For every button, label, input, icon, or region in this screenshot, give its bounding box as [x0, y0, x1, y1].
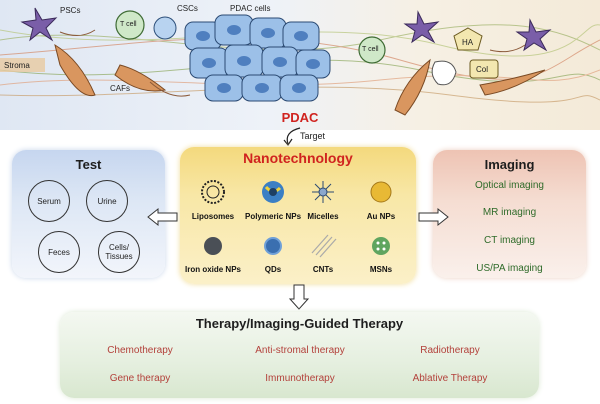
pdac-title: PDAC: [281, 110, 319, 125]
macrophage-cell: [431, 60, 457, 86]
iron-oxide-np-icon: [204, 237, 222, 255]
therapy-item-gene: Gene therapy: [109, 373, 171, 384]
therapy-item-immunotherapy: Immunotherapy: [265, 373, 335, 384]
t-cell-right: [358, 36, 386, 64]
caf-cell: [54, 43, 96, 97]
micelle-icon: [312, 181, 334, 203]
psc-label: PSCs: [60, 6, 81, 15]
nanoparticle-icons: [201, 180, 392, 258]
psc-cell-right: [403, 10, 440, 44]
psc-cell-right-2: [515, 18, 552, 52]
therapy-item-ablative: Ablative Therapy: [412, 373, 488, 384]
imaging-item-mr: MR imaging: [482, 207, 537, 218]
target-label: Target: [300, 131, 326, 141]
microenvironment-illustration: [0, 7, 600, 116]
caf-cell-right-2: [479, 69, 546, 96]
np-label-msns: MSNs: [369, 265, 393, 274]
imaging-item-ct: CT imaging: [484, 235, 535, 246]
flow-arrow-3: [489, 44, 526, 53]
therapy-title: Therapy/Imaging-Guided Therapy: [195, 316, 404, 331]
np-label-micelles: Micelles: [307, 212, 339, 221]
t-cell-left: [115, 10, 145, 40]
msn-icon: [372, 237, 390, 255]
therapy-item-anti-stromal: Anti-stromal therapy: [255, 345, 345, 356]
np-label-qds: QDs: [264, 265, 282, 274]
col-label: Col: [476, 65, 489, 74]
np-label-polymeric: Polymeric NPs: [244, 212, 302, 221]
csc-label: CSCs: [177, 4, 198, 13]
np-label-cnts: CNTs: [312, 265, 334, 274]
au-np-icon: [370, 181, 392, 203]
imaging-panel: [433, 150, 586, 278]
arrow-left-icon: [147, 207, 178, 227]
arrow-right-icon: [418, 207, 449, 227]
tumor-microenvironment-panel: PSCs CSCs PDAC cells Stroma CAFs T cell …: [0, 0, 600, 130]
target-arrow-icon: [283, 127, 301, 146]
pdac-nuclei: [196, 25, 320, 93]
stroma-band: [0, 58, 45, 72]
liposome-icon: [201, 180, 225, 204]
polymeric-np-icon: [262, 181, 284, 203]
therapy-item-radiotherapy: Radiotherapy: [420, 345, 480, 356]
psc-cell: [20, 7, 58, 42]
cnt-icon: [311, 234, 337, 258]
stroma-label: Stroma: [4, 61, 30, 70]
col-shape: [469, 59, 499, 79]
ha-shape: [453, 27, 483, 51]
imaging-title: Imaging: [484, 157, 535, 172]
csc-cell: [153, 16, 177, 40]
imaging-item-us-pa: US/PA imaging: [476, 263, 543, 274]
t-cell-left-label: T cell: [120, 21, 137, 28]
nanotechnology-title: Nanotechnology: [243, 150, 353, 166]
np-label-liposomes: Liposomes: [191, 212, 235, 221]
ha-label: HA: [462, 38, 474, 47]
nanotechnology-panel: [180, 147, 416, 284]
test-item-urine: Urine: [86, 180, 128, 222]
t-cell-right-label: T cell: [362, 46, 379, 53]
therapy-item-chemotherapy: Chemotherapy: [107, 345, 173, 356]
pdac-cells-label: PDAC cells: [230, 4, 271, 13]
qd-icon: [264, 237, 282, 255]
test-item-cells-tissues: Cells/ Tissues: [98, 231, 140, 273]
caf-label: CAFs: [110, 84, 130, 93]
flow-arrow-2: [149, 81, 191, 97]
caf-cell-right: [394, 58, 431, 116]
therapy-panel: [60, 312, 539, 398]
arrow-down-icon: [288, 284, 310, 310]
test-item-serum: Serum: [28, 180, 70, 222]
np-label-au: Au NPs: [366, 212, 396, 221]
test-title: Test: [75, 157, 102, 172]
test-item-feces: Feces: [38, 231, 80, 273]
flow-arrow: [59, 29, 96, 36]
imaging-item-optical: Optical imaging: [475, 180, 544, 191]
np-label-iron-oxide: Iron oxide NPs: [184, 265, 241, 274]
pdac-cell-cluster: [184, 14, 331, 102]
